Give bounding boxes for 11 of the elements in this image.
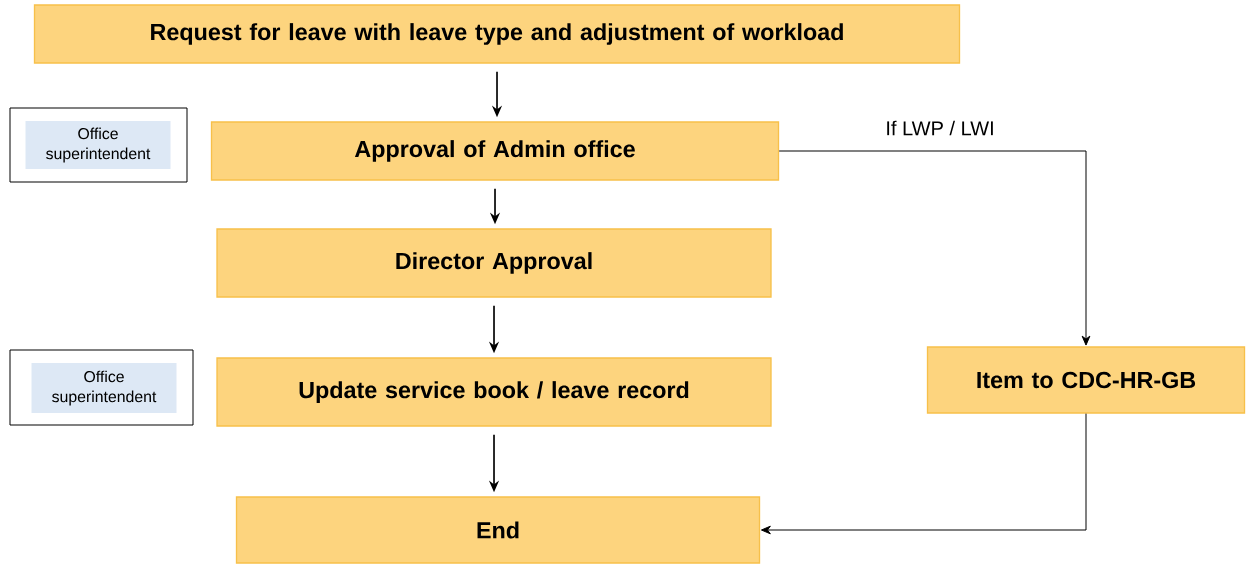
process-box: Update service book / leave record [216, 357, 772, 427]
edge-label: If LWP / LWI [883, 119, 997, 137]
process-box: Director Approval [216, 228, 772, 298]
arrow [778, 150, 1091, 346]
process-box: Item to CDC-HR-GB [926, 346, 1246, 414]
process-box: Approval of Admin office [210, 121, 780, 181]
role-box: Office superintendent [9, 107, 188, 183]
process-box: Request for leave with leave type and adjustment of workload [33, 4, 961, 64]
role-box: Office superintendent [9, 349, 194, 426]
arrow [760, 413, 1087, 535]
process-box: End [235, 496, 761, 564]
